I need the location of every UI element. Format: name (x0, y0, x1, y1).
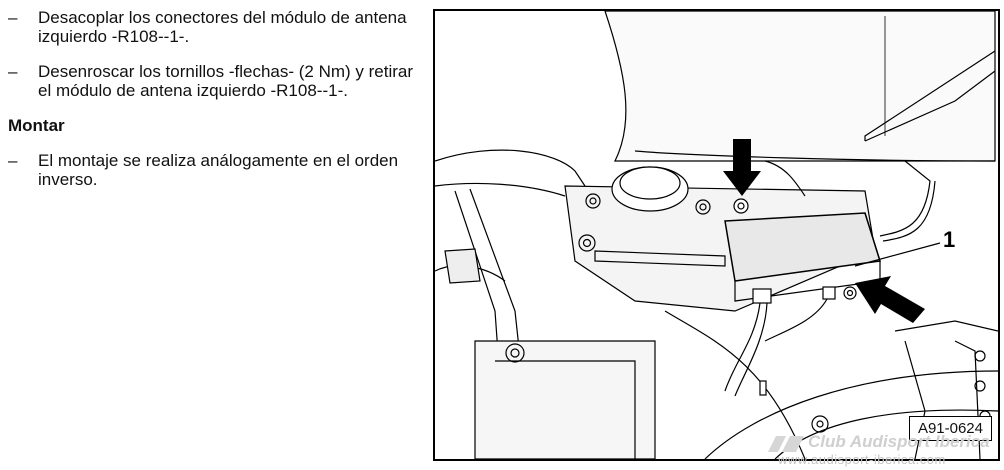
callout-label: 1 (943, 227, 955, 252)
step-disconnect-connectors: – Desacoplar los conectores del módulo d… (8, 8, 418, 46)
technical-figure: 1 A91-0624 (433, 9, 1000, 461)
step-bullet: – (8, 8, 18, 27)
step-text: Desenroscar los tornillos -flechas- (2 N… (38, 62, 414, 100)
figure-code: A91-0624 (908, 416, 992, 441)
instructions-column: – Desacoplar los conectores del módulo d… (8, 8, 418, 205)
step-bullet: – (8, 151, 18, 170)
step-text: Desacoplar los conectores del módulo de … (38, 8, 407, 46)
step-bullet: – (8, 62, 18, 81)
arrow-screw-top (723, 139, 761, 196)
arrow-screw-bottom (855, 276, 925, 323)
callout-leader-line (854, 242, 941, 267)
section-title-install: Montar (8, 116, 65, 135)
step-unscrew-bolts: – Desenroscar los tornillos -flechas- (2… (8, 62, 418, 100)
antenna-module-drawing: 1 (435, 11, 998, 459)
step-reverse-order: – El montaje se realiza análogamente en … (8, 151, 418, 189)
step-text: El montaje se realiza análogamente en el… (38, 151, 399, 189)
